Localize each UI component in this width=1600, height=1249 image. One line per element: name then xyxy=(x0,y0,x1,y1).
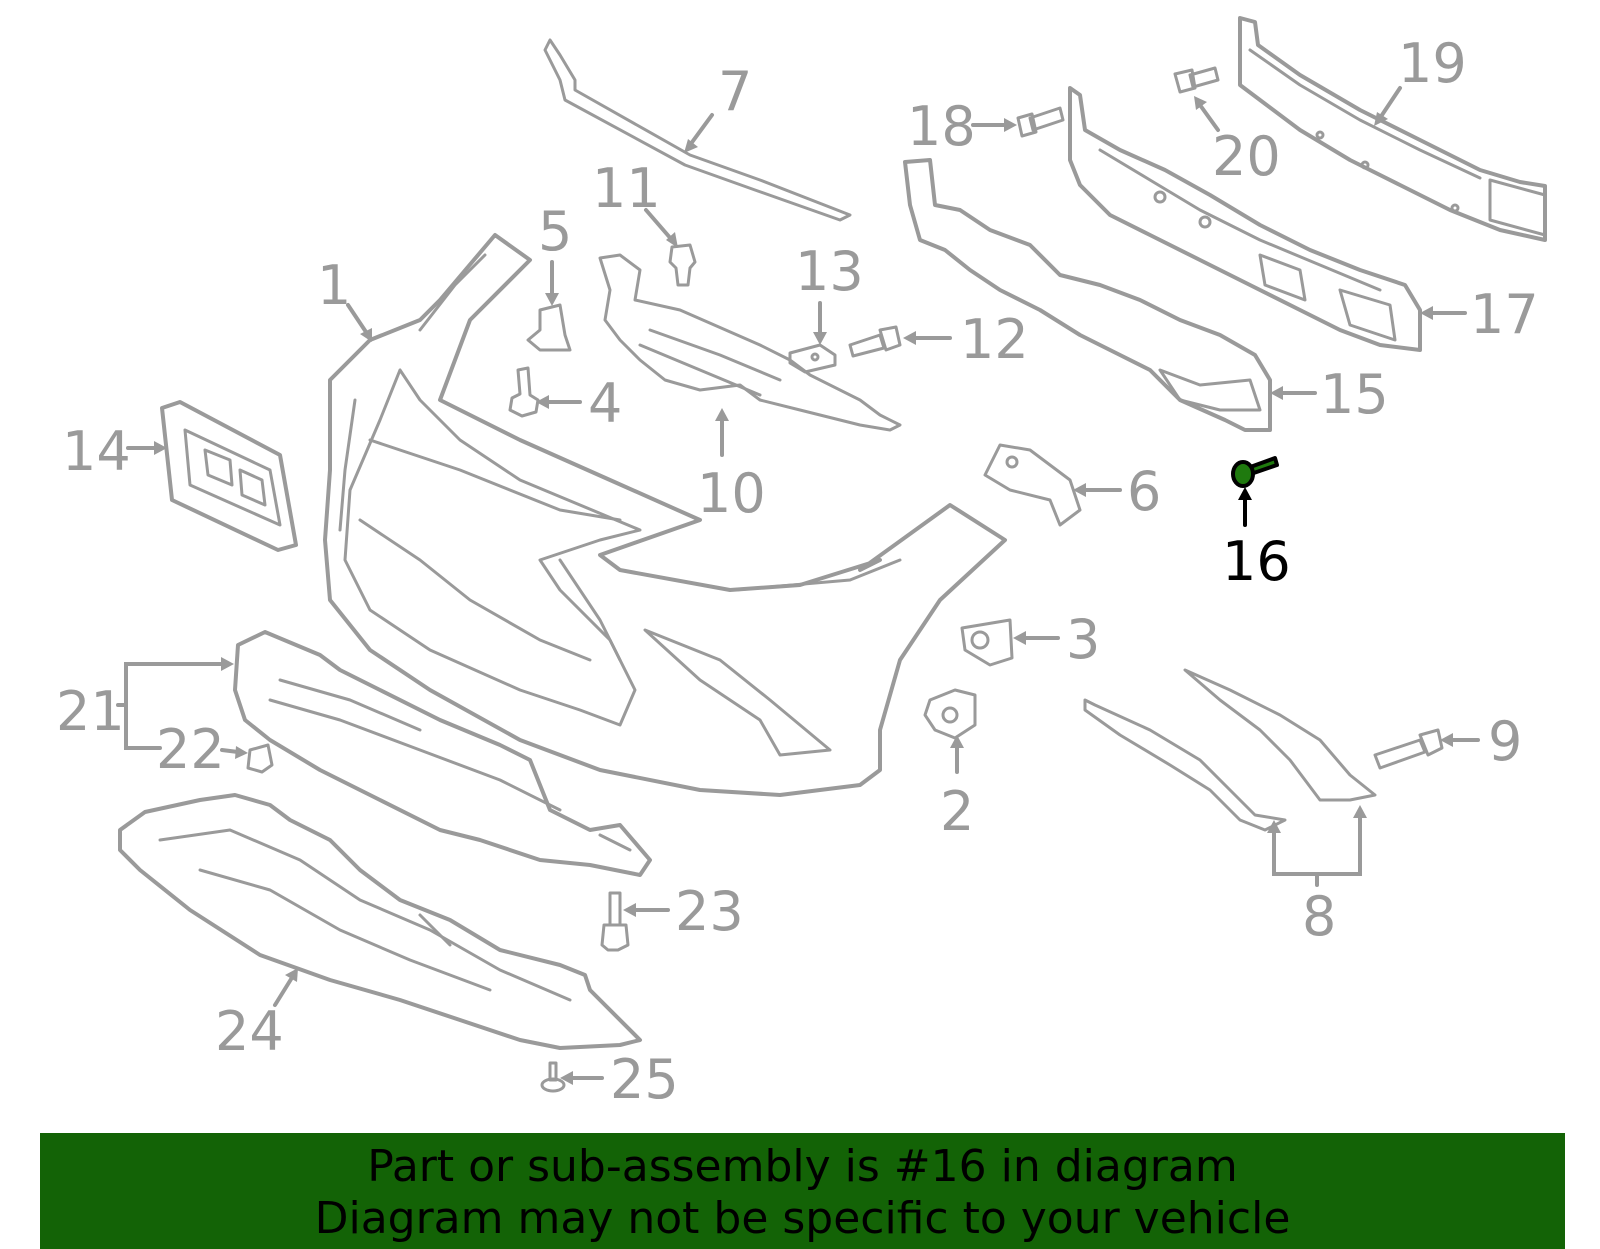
callout-20: 20 xyxy=(1194,96,1281,188)
callout-9: 9 xyxy=(1440,710,1522,773)
callout-17: 17 xyxy=(1420,283,1539,346)
svg-text:13: 13 xyxy=(795,240,864,303)
part-7-molding xyxy=(543,38,852,222)
svg-text:12: 12 xyxy=(960,308,1029,371)
part-23-stud xyxy=(600,891,630,952)
callout-18: 18 xyxy=(907,95,1017,158)
svg-text:20: 20 xyxy=(1212,125,1281,188)
callout-4: 4 xyxy=(536,372,622,435)
info-banner: Part or sub-assembly is #16 in diagram D… xyxy=(40,1133,1565,1249)
svg-text:16: 16 xyxy=(1222,530,1291,593)
svg-text:6: 6 xyxy=(1127,460,1161,523)
part-25-screw xyxy=(540,1061,566,1093)
part-bumper-cover xyxy=(323,233,1007,797)
banner-line-disclaimer: Diagram may not be specific to your vehi… xyxy=(314,1193,1291,1244)
svg-text:25: 25 xyxy=(610,1048,679,1111)
svg-text:19: 19 xyxy=(1398,32,1467,95)
callout-22: 22 xyxy=(156,718,248,781)
callout-8: 8 xyxy=(1267,805,1367,948)
part-2-bracket xyxy=(923,688,977,740)
part-18-bolt xyxy=(1016,106,1065,138)
part-12-bolt xyxy=(848,325,902,358)
svg-text:8: 8 xyxy=(1302,885,1336,948)
svg-text:22: 22 xyxy=(156,718,225,781)
callout-6: 6 xyxy=(1073,460,1161,523)
part-16-clip-highlighted xyxy=(1231,456,1279,488)
callout-21: 21 xyxy=(56,657,234,750)
svg-text:3: 3 xyxy=(1066,608,1100,671)
callout-5: 5 xyxy=(538,200,572,306)
svg-text:15: 15 xyxy=(1320,363,1389,426)
svg-text:23: 23 xyxy=(675,880,744,943)
callout-1: 1 xyxy=(317,254,372,342)
callout-11: 11 xyxy=(592,157,678,248)
part-14-license-bracket xyxy=(160,400,298,552)
part-21-lower-absorber xyxy=(233,630,652,877)
part-13-nut xyxy=(788,343,837,374)
banner-line-part-number: Part or sub-assembly is #16 in diagram xyxy=(367,1141,1238,1192)
part-17-absorber xyxy=(1068,86,1422,352)
callout-12: 12 xyxy=(903,308,1029,371)
svg-text:24: 24 xyxy=(215,1000,284,1063)
callout-23: 23 xyxy=(623,880,744,943)
svg-text:11: 11 xyxy=(592,157,661,220)
callout-2: 2 xyxy=(940,735,974,843)
svg-text:2: 2 xyxy=(940,780,974,843)
svg-text:7: 7 xyxy=(718,60,752,123)
callout-24: 24 xyxy=(215,968,298,1063)
svg-text:17: 17 xyxy=(1470,283,1539,346)
callout-14: 14 xyxy=(62,420,167,483)
callout-13: 13 xyxy=(795,240,864,345)
part-9-bolt xyxy=(1373,728,1444,770)
svg-text:4: 4 xyxy=(588,372,622,435)
callout-25: 25 xyxy=(560,1048,679,1111)
part-15-reinforcement xyxy=(903,158,1272,432)
svg-text:21: 21 xyxy=(56,680,125,743)
part-5-retainer xyxy=(526,303,572,352)
part-11-clip xyxy=(668,243,697,287)
part-3-bracket xyxy=(960,618,1014,667)
part-4-clip xyxy=(508,366,540,418)
part-22-clip xyxy=(246,743,274,774)
callout-3: 3 xyxy=(1013,608,1100,671)
part-20-bolt xyxy=(1173,66,1220,94)
part-6-bracket xyxy=(983,443,1082,527)
part-24-under-cover xyxy=(118,793,642,1050)
callout-7: 7 xyxy=(684,60,752,153)
svg-text:9: 9 xyxy=(1488,710,1522,773)
callout-19: 19 xyxy=(1374,32,1467,126)
callout-10: 10 xyxy=(697,408,766,525)
part-8-moldings xyxy=(1083,668,1377,832)
svg-text:5: 5 xyxy=(538,200,572,263)
svg-text:1: 1 xyxy=(317,254,351,317)
callout-16-highlighted: 16 xyxy=(1222,487,1291,593)
svg-text:14: 14 xyxy=(62,420,131,483)
part-10-absorber xyxy=(598,253,902,432)
svg-text:18: 18 xyxy=(907,95,976,158)
callout-15: 15 xyxy=(1270,363,1389,426)
part-19-beam xyxy=(1238,16,1547,242)
svg-text:10: 10 xyxy=(697,462,766,525)
